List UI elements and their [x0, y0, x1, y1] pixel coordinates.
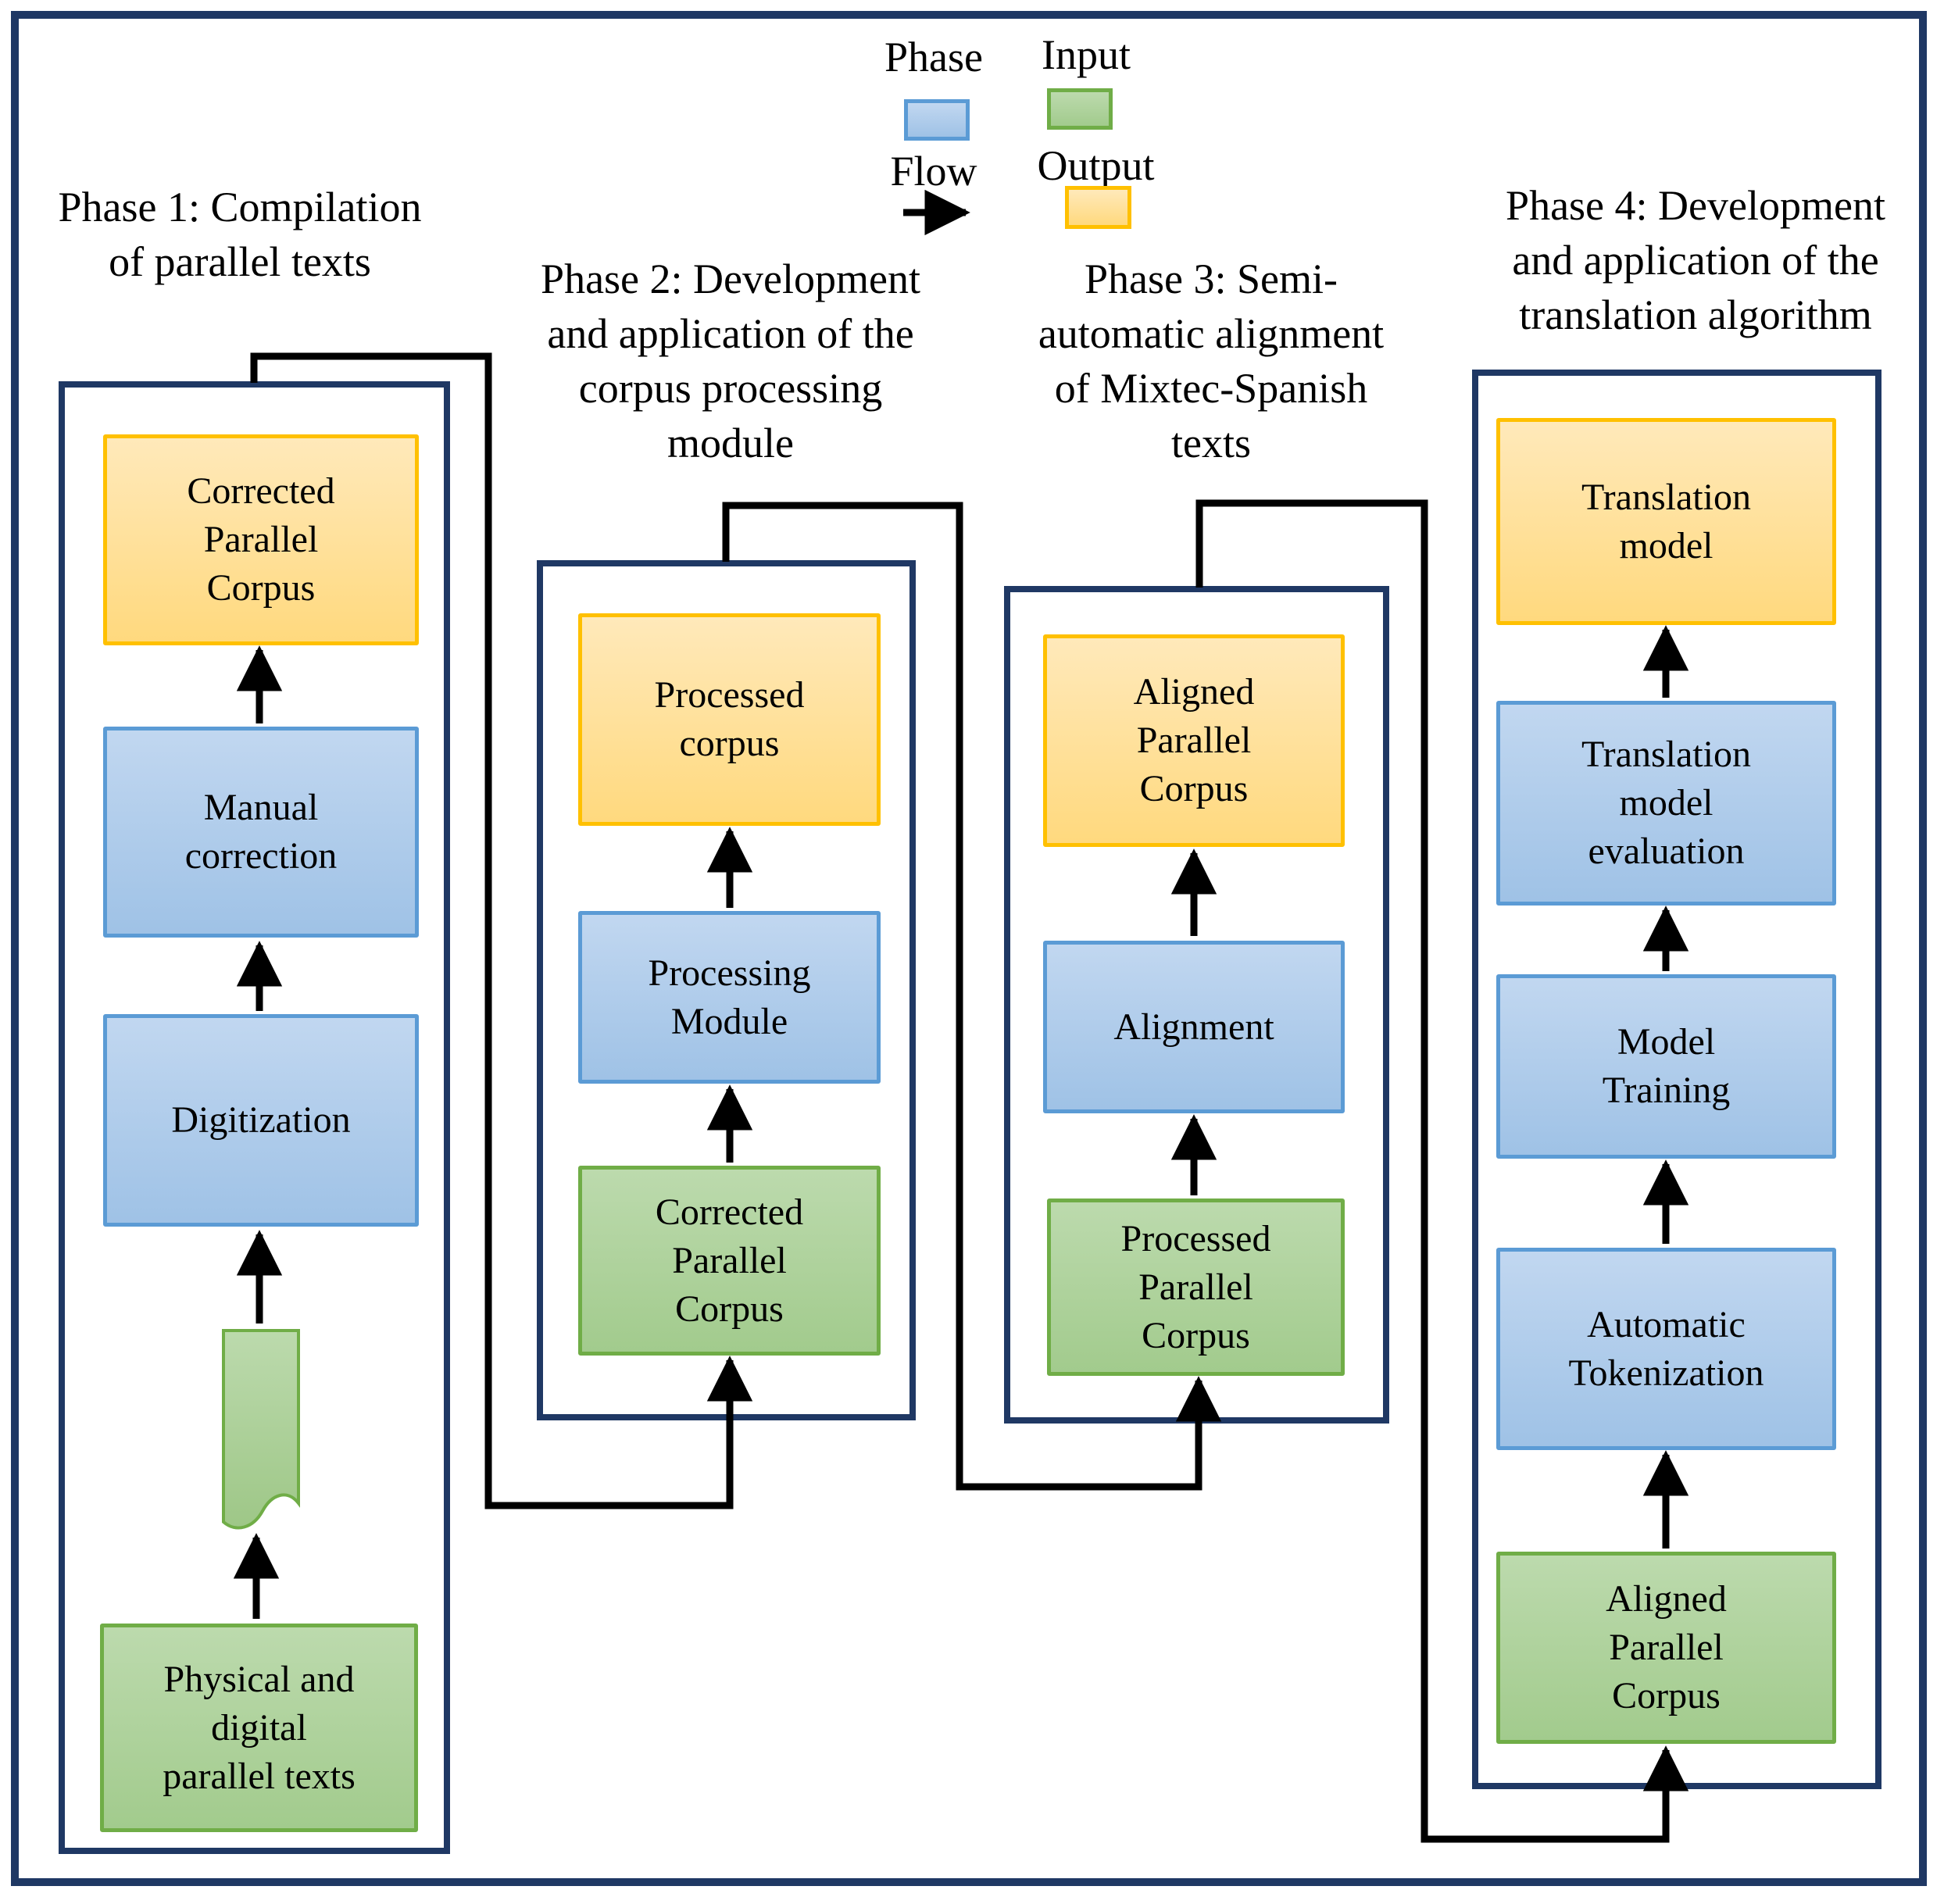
box-processing-module: Processing Module [578, 911, 881, 1084]
document-shape [222, 1329, 300, 1530]
box-aligned-parallel-corpus-input: Aligned Parallel Corpus [1496, 1552, 1836, 1744]
box-processed-corpus: Processed corpus [578, 613, 881, 826]
box-manual-correction: Manual correction [103, 727, 419, 938]
legend-flow-label: Flow [890, 148, 977, 195]
phase1-container [59, 381, 450, 1854]
box-processed-parallel-corpus-input: Processed Parallel Corpus [1047, 1198, 1345, 1376]
phase4-title: Phase 4: Development and application of … [1506, 182, 1885, 338]
box-aligned-parallel-corpus-output: Aligned Parallel Corpus [1043, 634, 1345, 847]
legend-output-label: Output [1037, 142, 1155, 189]
box-model-training: Model Training [1496, 974, 1836, 1159]
connector-phase1-to-phase2 [250, 352, 753, 1509]
legend-phase-label: Phase [884, 34, 983, 80]
phase2-title: Phase 2: Development and application of … [541, 255, 920, 466]
legend-phase-swatch [904, 99, 970, 141]
box-translation-model: Translation model [1496, 418, 1836, 625]
box-automatic-tokenization: Automatic Tokenization [1496, 1248, 1836, 1450]
box-alignment: Alignment [1043, 941, 1345, 1113]
connector-phase2-to-phase3 [722, 502, 1222, 1491]
box-digitization: Digitization [103, 1014, 419, 1227]
phase3-title: Phase 3: Semi- automatic alignment of Mi… [1038, 255, 1385, 466]
box-translation-model-evaluation: Translation model evaluation [1496, 701, 1836, 906]
box-corrected-parallel-corpus-input: Corrected Parallel Corpus [578, 1166, 881, 1356]
legend-input-swatch [1047, 88, 1113, 130]
phase1-title: Phase 1: Compilation of parallel texts [58, 184, 422, 285]
box-corrected-parallel-corpus-output: Corrected Parallel Corpus [103, 434, 419, 645]
legend-input-label: Input [1042, 31, 1131, 78]
box-physical-digital-parallel-texts: Physical and digital parallel texts [100, 1624, 418, 1832]
diagram-border [11, 11, 1927, 1886]
connector-phase3-to-phase4 [1195, 499, 1689, 1843]
legend-output-swatch [1065, 186, 1131, 229]
